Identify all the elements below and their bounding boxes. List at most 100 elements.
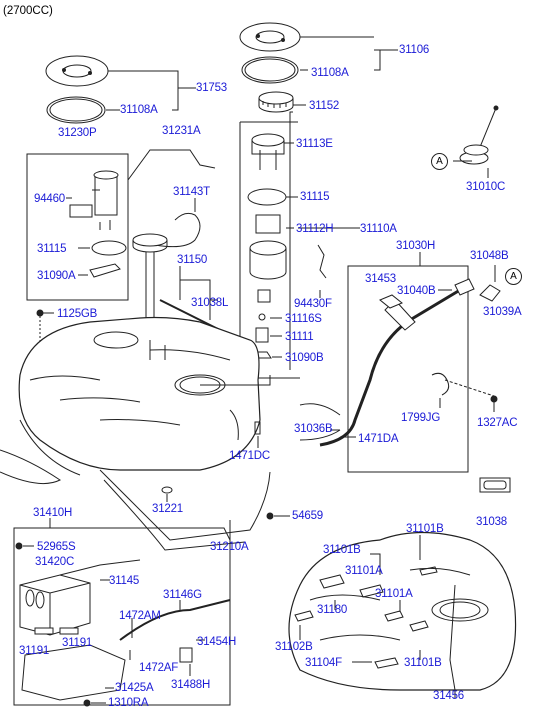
part-label-31106[interactable]: 31106 <box>399 44 430 56</box>
lock-ring-31152 <box>258 91 294 113</box>
part-label-31453[interactable]: 31453 <box>365 273 396 285</box>
part-label-31150[interactable]: 31150 <box>177 254 208 266</box>
pad-31191-b <box>59 627 79 635</box>
pump-body-31112H <box>249 214 287 303</box>
part-label-31230P[interactable]: 31230P <box>58 127 97 139</box>
part-label-31112H[interactable]: 31112H <box>296 223 334 235</box>
part-label-31108A-left[interactable]: 31108A <box>120 104 158 116</box>
part-label-31152[interactable]: 31152 <box>309 100 340 112</box>
canister-31420C <box>19 574 91 636</box>
part-label-31038L[interactable]: 31038L <box>191 297 229 309</box>
part-label-31753[interactable]: 31753 <box>196 82 227 94</box>
part-label-31113E[interactable]: 31113E <box>296 138 333 150</box>
part-label-1799JG[interactable]: 1799JG <box>401 412 441 424</box>
bolt-1310RA <box>83 699 91 707</box>
part-label-52965S[interactable]: 52965S <box>37 541 76 553</box>
part-label-31210A[interactable]: 31210A <box>210 541 249 553</box>
part-label-31090B[interactable]: 31090B <box>285 352 324 364</box>
part-label-31039A[interactable]: 31039A <box>483 306 522 318</box>
part-label-31040B[interactable]: 31040B <box>397 285 436 297</box>
part-label-31030H[interactable]: 31030H <box>396 240 436 252</box>
part-label-31111[interactable]: 31111 <box>285 331 314 343</box>
sender-module-box <box>26 153 129 301</box>
part-label-31036B[interactable]: 31036B <box>294 423 333 435</box>
part-label-1471DA[interactable]: 1471DA <box>358 433 399 445</box>
part-label-31488H[interactable]: 31488H <box>171 679 211 691</box>
filler-neck-31040B <box>299 278 475 447</box>
part-label-1472AF[interactable]: 1472AF <box>139 662 179 674</box>
part-label-31038[interactable]: 31038 <box>476 516 507 528</box>
leader-tank <box>200 375 271 386</box>
leader-31753 <box>106 70 196 111</box>
fuel-tank <box>18 316 261 476</box>
part-label-1471DC[interactable]: 1471DC <box>229 450 270 462</box>
gasket-31108A-top <box>241 56 299 84</box>
leader-31101B-mid <box>370 553 381 575</box>
part-label-31048B[interactable]: 31048B <box>470 250 509 262</box>
vent-tube-31143T <box>154 212 201 248</box>
engine-spec-label: (2700CC) <box>3 5 53 17</box>
part-label-31104F[interactable]: 31104F <box>305 657 342 669</box>
callout-a-cap[interactable]: A <box>431 153 448 170</box>
bracket-31425A <box>21 644 126 701</box>
gasket-31108A-top-inner <box>244 58 296 82</box>
bracket-31090A <box>89 263 121 278</box>
part-label-31101A-a[interactable]: 31101A <box>345 565 383 577</box>
part-label-31108A-top[interactable]: 31108A <box>311 67 349 79</box>
part-label-31115-left[interactable]: 31115 <box>37 243 67 255</box>
part-label-1327AC[interactable]: 1327AC <box>477 417 518 429</box>
part-label-31101B-bot[interactable]: 31101B <box>404 657 442 669</box>
part-label-31145[interactable]: 31145 <box>109 575 140 587</box>
part-label-1472AM[interactable]: 1472AM <box>119 610 161 622</box>
part-label-31101A-b[interactable]: 31101A <box>375 588 413 600</box>
part-label-1310RA[interactable]: 1310RA <box>108 697 149 709</box>
part-label-31143T[interactable]: 31143T <box>173 186 210 198</box>
filter-31111 <box>255 327 269 343</box>
strap-left <box>0 449 61 485</box>
part-label-94430F[interactable]: 94430F <box>294 298 332 310</box>
pad-31038 <box>479 477 511 493</box>
part-label-31101B-top[interactable]: 31101B <box>406 523 444 535</box>
part-label-31101B-mid[interactable]: 31101B <box>323 544 361 556</box>
part-label-31115-mid[interactable]: 31115 <box>300 191 330 203</box>
bracket-31048B <box>479 284 501 302</box>
part-label-31090A[interactable]: 31090A <box>37 270 76 282</box>
center-sender-box <box>239 111 300 379</box>
leader-31106-bracket <box>374 49 398 71</box>
hose-31145 <box>59 559 141 576</box>
part-label-31420C[interactable]: 31420C <box>35 556 75 568</box>
bolt-1327AC <box>490 395 498 403</box>
gasket-31108A-left <box>46 96 106 124</box>
part-label-31231A[interactable]: 31231A <box>162 125 201 137</box>
part-label-31180[interactable]: 31180 <box>317 604 348 616</box>
bolt-52965S <box>15 542 23 550</box>
part-label-31116S[interactable]: 31116S <box>285 313 322 325</box>
part-label-94460[interactable]: 94460 <box>34 193 65 205</box>
nut-54659 <box>266 512 274 520</box>
part-label-54659[interactable]: 54659 <box>292 510 323 522</box>
part-label-31146G[interactable]: 31146G <box>163 589 202 601</box>
part-label-31410H[interactable]: 31410H <box>33 507 73 519</box>
part-label-31425A[interactable]: 31425A <box>115 682 154 694</box>
center-sender-module <box>251 133 285 170</box>
callout-a-neck[interactable]: A <box>505 268 522 285</box>
part-label-31191-a[interactable]: 31191 <box>62 637 93 649</box>
pad-31221 <box>161 486 173 494</box>
part-label-31010C[interactable]: 31010C <box>466 181 506 193</box>
hose-1799JG <box>431 372 450 396</box>
part-label-1125GB[interactable]: 1125GB <box>57 308 98 320</box>
lower-tank <box>288 531 517 691</box>
part-label-31110A[interactable]: 31110A <box>360 223 397 235</box>
gasket-31115-mid <box>247 188 287 206</box>
sender-plate-31753 <box>45 55 109 87</box>
part-label-31454H[interactable]: 31454H <box>197 636 237 648</box>
part-label-31102B[interactable]: 31102B <box>275 641 313 653</box>
pad-31038-inner <box>483 480 507 490</box>
clip-1471DC <box>254 421 261 435</box>
leader-31150 <box>179 266 218 320</box>
part-label-31456[interactable]: 31456 <box>433 690 464 702</box>
part-label-31191-b[interactable]: 31191 <box>19 645 50 657</box>
part-label-31221[interactable]: 31221 <box>152 503 183 515</box>
